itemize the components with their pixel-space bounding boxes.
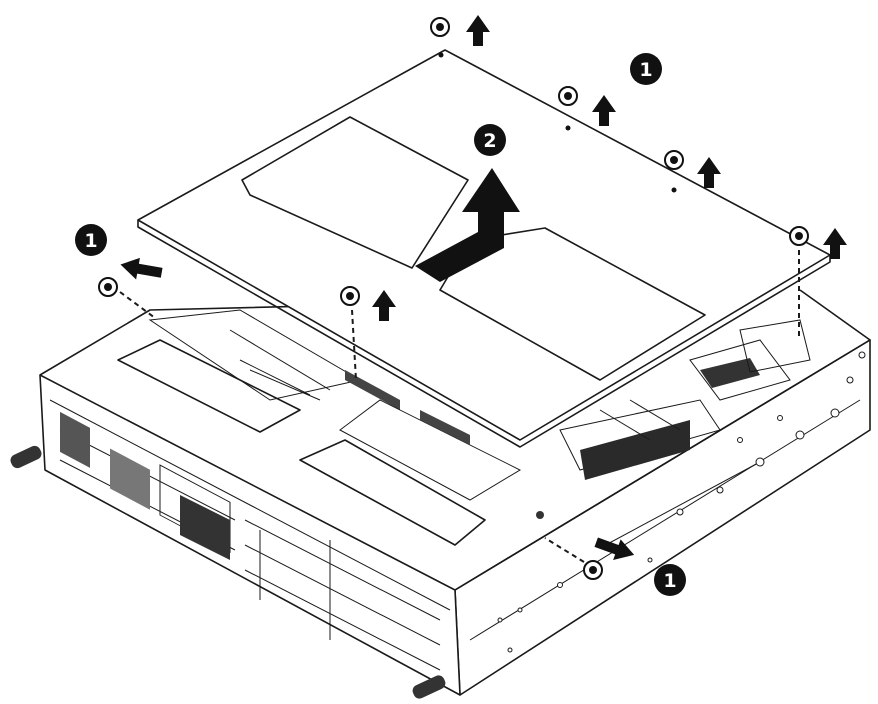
arrow-right-icon xyxy=(594,537,635,561)
svg-text:1: 1 xyxy=(663,570,676,592)
front-handles xyxy=(10,445,446,699)
screws xyxy=(98,17,809,580)
callout-1-top-right: 1 xyxy=(630,53,662,85)
server-chassis xyxy=(10,289,871,699)
svg-text:2: 2 xyxy=(483,130,496,152)
arrow-up-icon xyxy=(697,157,721,188)
screw-icon xyxy=(664,150,684,193)
internal-components xyxy=(148,309,811,519)
screw-icon xyxy=(430,17,450,58)
screw-icon xyxy=(558,86,578,131)
screw-icon xyxy=(340,286,360,381)
screw-icon xyxy=(98,277,156,319)
screw-icon xyxy=(544,537,603,580)
svg-text:1: 1 xyxy=(639,59,652,81)
arrow-left-icon xyxy=(120,257,163,280)
callout-2: 2 xyxy=(474,124,506,156)
arrow-up-icon xyxy=(466,15,490,46)
callout-1-left: 1 xyxy=(75,224,107,256)
arrow-up-icon xyxy=(823,228,847,259)
front-drive-bays xyxy=(59,411,441,671)
arrows xyxy=(120,15,847,561)
arrow-lift-icon xyxy=(415,168,520,282)
arrow-up-icon xyxy=(592,95,616,126)
screw-icon xyxy=(789,226,809,340)
arrow-up-icon xyxy=(372,290,396,321)
svg-text:1: 1 xyxy=(84,230,97,252)
callout-1-bottom: 1 xyxy=(654,564,686,596)
